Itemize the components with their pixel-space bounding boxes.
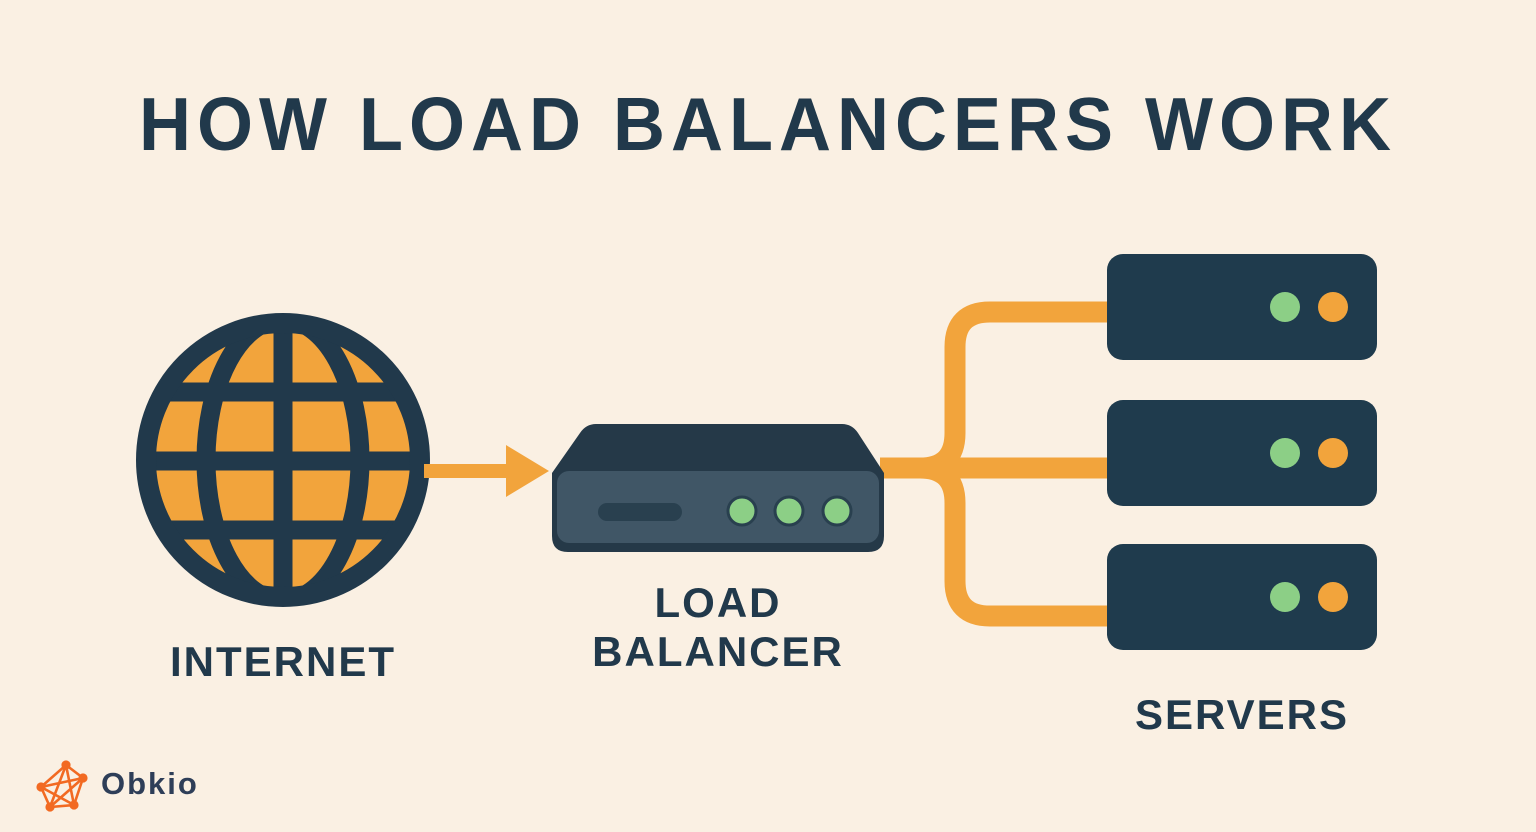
server-led-amber-icon (1318, 438, 1348, 468)
brand-name: Obkio (101, 766, 199, 801)
brand-logo: Obkio (36, 756, 199, 814)
server-led-green-icon (1270, 582, 1300, 612)
server-2 (1107, 400, 1377, 506)
server-led-green-icon (1270, 438, 1300, 468)
load-balancer-label-line2: BALANCER (592, 628, 844, 675)
load-balancer-device-icon (552, 424, 884, 552)
globe-icon (136, 313, 430, 607)
obkio-network-logo-icon (36, 760, 88, 812)
status-led-group (726, 495, 853, 527)
load-balancer-to-servers-connectors (880, 301, 1110, 627)
device-slot (598, 503, 682, 521)
page-title: HOW LOAD BALANCERS WORK (139, 83, 1397, 167)
server-led-amber-icon (1318, 582, 1348, 612)
server-1 (1107, 254, 1377, 360)
server-3 (1107, 544, 1377, 650)
internet-label: INTERNET (170, 638, 396, 685)
internet-to-load-balancer-arrow-icon (424, 445, 549, 497)
server-led-green-icon (1270, 292, 1300, 322)
server-led-amber-icon (1318, 292, 1348, 322)
servers-label: SERVERS (1135, 691, 1349, 738)
load-balancer-label-line1: LOAD (654, 579, 782, 626)
load-balancer-label: LOAD BALANCER (543, 578, 893, 676)
